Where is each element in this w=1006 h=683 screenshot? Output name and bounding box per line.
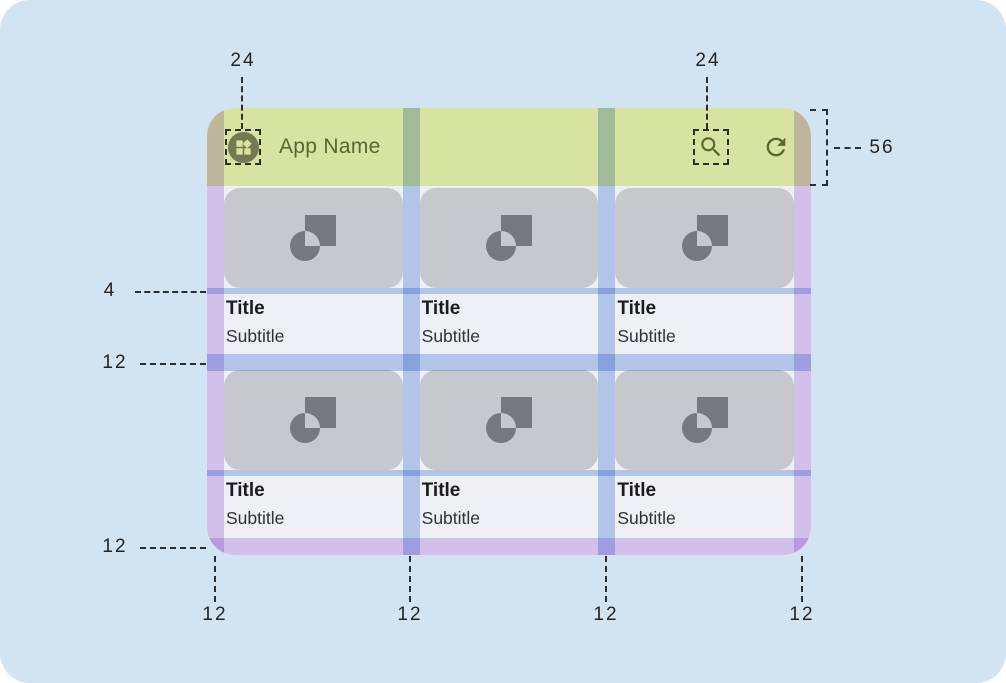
label-appbar-height: 56 — [869, 137, 895, 158]
widgets-icon — [235, 138, 252, 155]
label-app-icon-size: 24 — [230, 50, 256, 71]
shape-placeholder-icon — [290, 215, 337, 261]
leader-line-right-margin — [801, 556, 803, 602]
shape-placeholder-icon — [485, 397, 532, 443]
card[interactable]: Title Subtitle — [224, 370, 403, 532]
card-title: Title — [226, 298, 265, 319]
label-left-margin: 12 — [202, 604, 228, 625]
leader-line-row-gap — [140, 363, 206, 365]
card-image-placeholder — [615, 188, 794, 288]
app-icon-measure-box — [225, 129, 261, 165]
card-subtitle: Subtitle — [421, 508, 481, 528]
card-image-placeholder — [224, 370, 403, 470]
card-title: Title — [617, 480, 657, 501]
card[interactable]: Title Subtitle — [419, 370, 599, 532]
label-gutter-2: 12 — [593, 604, 619, 625]
card-title: Title — [421, 480, 461, 501]
label-action-icon-size: 24 — [695, 50, 721, 71]
shape-placeholder-icon — [681, 215, 728, 261]
card-image-placeholder — [224, 188, 403, 288]
phone-screen-mock: App Name Title Subtitle — [207, 108, 811, 555]
shape-placeholder-icon — [485, 215, 532, 261]
card-title: Title — [617, 298, 657, 319]
card-subtitle: Subtitle — [421, 326, 481, 346]
label-right-margin: 12 — [789, 604, 815, 625]
label-row-gap: 12 — [102, 352, 128, 373]
shape-placeholder-icon — [290, 397, 337, 443]
leader-line-gutter-2 — [605, 556, 607, 602]
shape-placeholder-icon — [681, 397, 728, 443]
app-logo-button[interactable] — [227, 131, 259, 163]
label-gutter-1: 12 — [397, 604, 423, 625]
spacing-band-12-rowgap — [207, 354, 811, 371]
label-image-text-gap: 4 — [103, 280, 117, 301]
leader-line-image-text-gap — [135, 291, 206, 293]
bottom-margin-band — [207, 538, 811, 555]
search-icon[interactable] — [698, 134, 724, 160]
leader-line-gutter-1 — [409, 556, 411, 602]
card-title: Title — [421, 298, 461, 319]
card[interactable]: Title Subtitle — [615, 370, 794, 532]
leader-line-left-margin — [214, 556, 216, 602]
leader-line-app-icon — [241, 77, 243, 129]
card-image-placeholder — [615, 370, 794, 470]
leader-line-action-icon — [706, 77, 708, 129]
card-title: Title — [226, 480, 265, 501]
app-title: App Name — [279, 135, 381, 158]
card-subtitle: Subtitle — [226, 508, 285, 528]
leader-line-bottom-margin — [140, 547, 206, 549]
card-subtitle: Subtitle — [617, 326, 676, 346]
label-bottom-margin: 12 — [102, 536, 128, 557]
search-icon-measure-box — [693, 129, 729, 165]
leader-line-appbar-height — [834, 147, 861, 149]
appbar-height-bracket — [810, 109, 828, 186]
card-subtitle: Subtitle — [617, 508, 676, 528]
refresh-icon[interactable] — [762, 133, 790, 161]
app-bar: App Name — [207, 108, 811, 186]
card[interactable]: Title Subtitle — [615, 188, 794, 350]
card-subtitle: Subtitle — [226, 326, 285, 346]
card[interactable]: Title Subtitle — [224, 188, 403, 350]
card-image-placeholder — [419, 188, 599, 288]
card-image-placeholder — [419, 370, 599, 470]
card[interactable]: Title Subtitle — [419, 188, 599, 350]
